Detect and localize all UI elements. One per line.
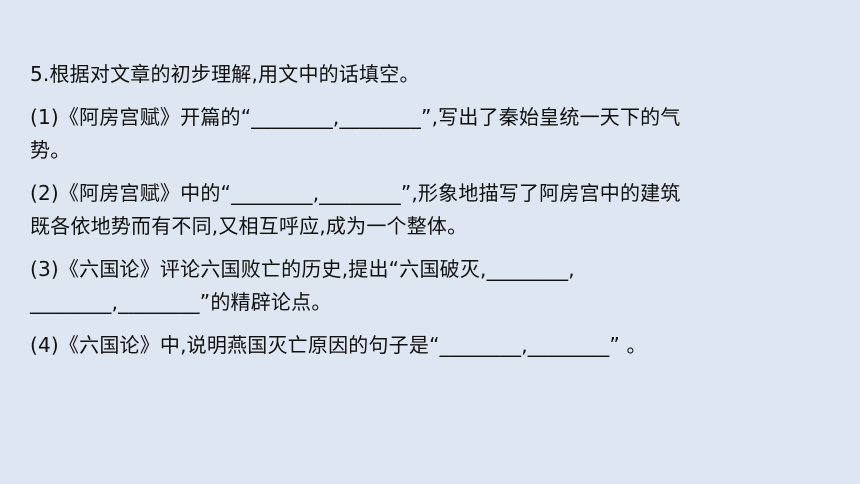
blank-item-1-line-2: 势。 xyxy=(30,138,71,162)
blank-item-3-line-1: (3)《六国论》评论六国败亡的历史,提出“六国破灭,________, xyxy=(30,257,575,281)
blank-item-2-line-1: (2)《阿房宫赋》中的“________,________”,形象地描写了阿房宫… xyxy=(30,181,681,205)
blank-item-2-line-2: 既各依地势而有不同,又相互呼应,成为一个整体。 xyxy=(30,214,468,238)
blank-item-3-line-2: ________,________”的精辟论点。 xyxy=(30,290,332,314)
question-block: 5.根据对文章的初步理解,用文中的话填空。 (1)《阿房宫赋》开篇的“_____… xyxy=(30,62,830,376)
question-title: 5.根据对文章的初步理解,用文中的话填空。 xyxy=(30,62,420,86)
blank-item-4-line-1: (4)《六国论》中,说明燕国灭亡原因的句子是“________,________… xyxy=(30,333,647,357)
blank-item-1-line-1: (1)《阿房宫赋》开篇的“________,________”,写出了秦始皇统一… xyxy=(30,105,681,129)
